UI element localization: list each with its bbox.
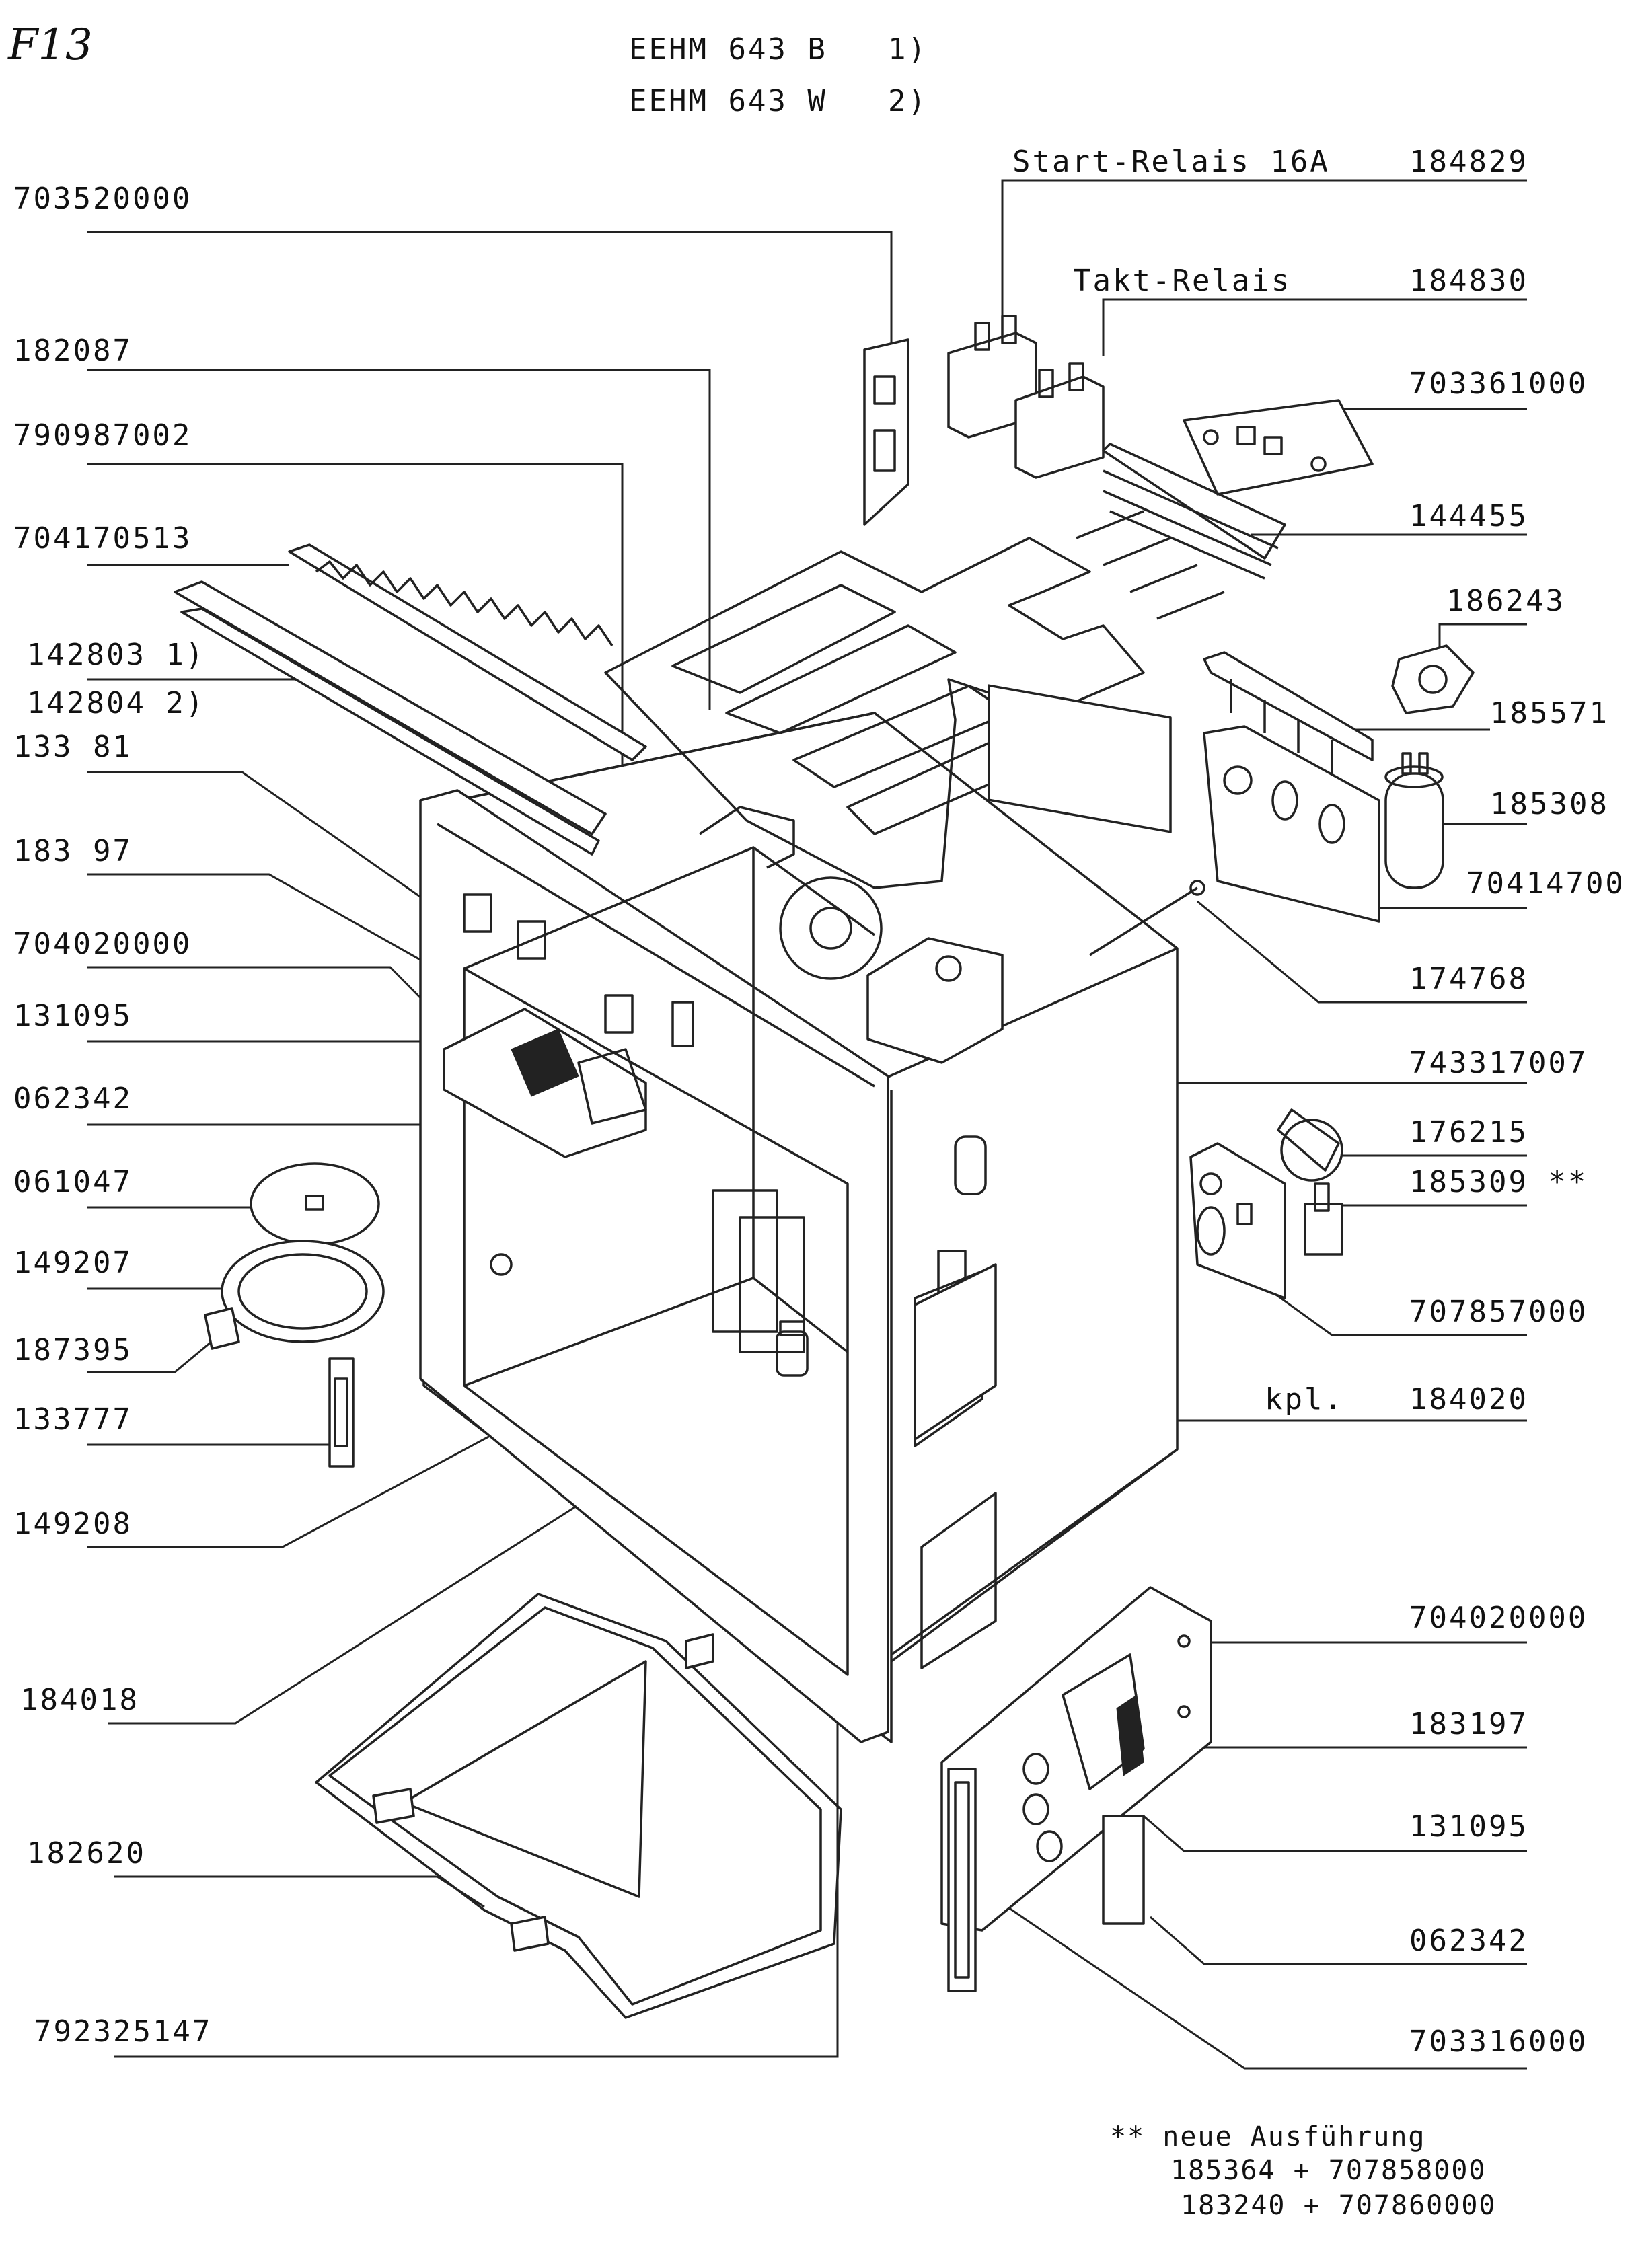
oven-body bbox=[419, 712, 1179, 1743]
model-2-name: EEHM 643 W bbox=[629, 84, 827, 118]
switch-185309 bbox=[1304, 1182, 1343, 1256]
model-1-name: EEHM 643 B bbox=[629, 32, 827, 67]
capacitor-bracket bbox=[1203, 725, 1380, 923]
mesh-filter bbox=[1102, 443, 1286, 580]
label-70414700: 70414700 bbox=[1466, 866, 1625, 901]
label-142804: 142804 2) bbox=[27, 686, 205, 720]
label-187395: 187395 bbox=[13, 1333, 133, 1367]
label-743317007: 743317007 bbox=[1409, 1046, 1588, 1080]
lamp-cover bbox=[221, 1162, 385, 1343]
label-133777: 133777 bbox=[13, 1402, 133, 1437]
desc-takt-relais: Takt-Relais bbox=[1073, 264, 1291, 298]
label-062342-right: 062342 bbox=[1409, 1924, 1528, 1958]
bracket-707857000 bbox=[1189, 1142, 1286, 1299]
label-790987002: 790987002 bbox=[13, 418, 192, 453]
fan-assembly bbox=[914, 1263, 997, 1441]
terminal-strip bbox=[1203, 651, 1374, 773]
switch-block-left bbox=[443, 1008, 647, 1158]
thermostat bbox=[1277, 1108, 1343, 1182]
label-184020: 184020 bbox=[1409, 1382, 1528, 1416]
label-186243: 186243 bbox=[1446, 584, 1565, 618]
hinge-133777 bbox=[328, 1357, 355, 1468]
model-1-note: 1) bbox=[888, 32, 928, 67]
seal-strip bbox=[174, 543, 647, 856]
label-184018: 184018 bbox=[20, 1683, 139, 1717]
label-703520000: 703520000 bbox=[13, 182, 192, 216]
label-142803: 142803 1) bbox=[27, 638, 205, 672]
label-131095-left: 131095 bbox=[13, 999, 133, 1033]
label-185308: 185308 bbox=[1490, 787, 1609, 821]
bottom-heating-element bbox=[315, 1593, 842, 2019]
footnote-line-1: 185364 + 707858000 bbox=[1170, 2155, 1486, 2186]
label-704170513: 704170513 bbox=[13, 521, 192, 556]
label-061047: 061047 bbox=[13, 1165, 133, 1199]
footnote-heading: ** neue Ausführung bbox=[1110, 2121, 1425, 2152]
label-703316000: 703316000 bbox=[1409, 2025, 1588, 2059]
label-704020000-left: 704020000 bbox=[13, 927, 192, 961]
desc-start-relais: Start-Relais 16A bbox=[1012, 145, 1330, 179]
label-185571: 185571 bbox=[1490, 696, 1609, 730]
label-183197-right: 183197 bbox=[1409, 1707, 1528, 1741]
right-labels: Start-Relais 16A 184829 Takt-Relais 1848… bbox=[1012, 145, 1625, 2059]
label-183x97: 183 97 bbox=[13, 834, 133, 868]
label-792325147: 792325147 bbox=[34, 2014, 212, 2049]
parts bbox=[174, 315, 1475, 2019]
footnote: ** neue Ausführung 185364 + 707858000 18… bbox=[1110, 2121, 1496, 2221]
label-182087: 182087 bbox=[13, 334, 133, 368]
label-707857000: 707857000 bbox=[1409, 1295, 1588, 1329]
label-703361000: 703361000 bbox=[1409, 367, 1588, 401]
label-704020000-right: 704020000 bbox=[1409, 1601, 1588, 1635]
left-labels: 703520000 182087 790987002 704170513 142… bbox=[13, 182, 212, 2049]
label-185309: 185309 ** bbox=[1409, 1165, 1588, 1199]
relay-bracket bbox=[863, 338, 909, 526]
capacitor bbox=[1384, 752, 1444, 889]
label-176215: 176215 bbox=[1409, 1115, 1528, 1149]
label-184829: 184829 bbox=[1409, 145, 1528, 179]
top-heating-element bbox=[604, 510, 1225, 889]
takt-relay bbox=[1014, 362, 1105, 479]
control-panel-right bbox=[940, 1586, 1212, 1992]
terminal-plate bbox=[1183, 399, 1374, 496]
page-mark: F13 bbox=[7, 20, 93, 70]
label-144455: 144455 bbox=[1409, 499, 1528, 533]
label-131095-right: 131095 bbox=[1409, 1809, 1528, 1844]
plug-connector bbox=[1391, 644, 1475, 714]
label-062342-left: 062342 bbox=[13, 1082, 133, 1116]
label-174768: 174768 bbox=[1409, 962, 1528, 996]
label-149208: 149208 bbox=[13, 1507, 133, 1541]
label-149207: 149207 bbox=[13, 1246, 133, 1280]
model-2-note: 2) bbox=[888, 84, 928, 118]
label-182620: 182620 bbox=[27, 1836, 146, 1870]
footnote-line-2: 183240 + 707860000 bbox=[1181, 2190, 1496, 2221]
bracket-187395 bbox=[204, 1307, 240, 1350]
desc-kpl: kpl. bbox=[1265, 1382, 1344, 1416]
label-133x81: 133 81 bbox=[13, 730, 133, 764]
rod-174768 bbox=[1089, 880, 1205, 956]
label-184830: 184830 bbox=[1409, 264, 1528, 298]
